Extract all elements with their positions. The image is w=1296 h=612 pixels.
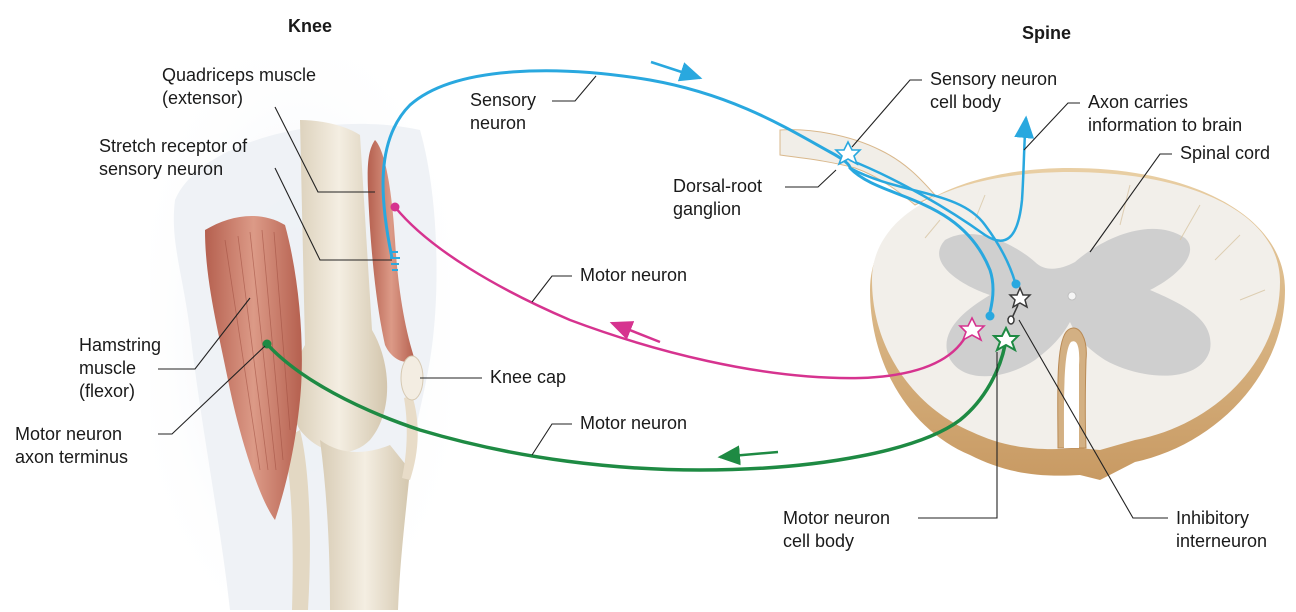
leader-axon-brain (1023, 102, 1080, 151)
label-dorsal-root: Dorsal-root ganglion (673, 175, 762, 221)
label-motor-terminus: Motor neuron axon terminus (15, 423, 128, 469)
femur-bone (290, 120, 388, 453)
sensory-cell-body-icon (834, 140, 862, 166)
knee-cap-bone (400, 355, 424, 401)
axon-to-brain (849, 115, 1035, 242)
sensory-terminal-1 (985, 311, 995, 321)
label-knee-cap: Knee cap (490, 367, 567, 387)
inhibitory-interneuron (1007, 286, 1032, 325)
patellar-tendon (402, 395, 418, 480)
motor-extensor-direction-arrow (609, 321, 661, 344)
leader-quadriceps (274, 106, 375, 193)
label-motor-neuron-lower: Motor neuron (580, 413, 688, 433)
leader-stretch-receptor (274, 167, 392, 261)
motor-flexor-cell-body-icon (991, 325, 1021, 353)
hamstring-striations (224, 229, 291, 471)
label-hamstring-line3: (flexor) (79, 381, 136, 401)
leader-motor-terminus (158, 345, 266, 435)
label-stretch-receptor-line2: sensory neuron (99, 159, 224, 179)
label-quadriceps-line2: (extensor) (162, 88, 244, 108)
label-motor-terminus-line2: axon terminus (15, 447, 129, 467)
sensory-terminal-2 (1011, 279, 1021, 289)
leader-hamstring (158, 297, 251, 370)
motor-neuron-flexor-path (265, 342, 1007, 472)
sensory-direction-arrow (650, 60, 703, 82)
label-quadriceps: Quadriceps muscle (extensor) (162, 64, 316, 110)
neurons (262, 60, 1035, 472)
fibula-bone (282, 430, 310, 610)
leader-sensory-neuron (552, 75, 597, 102)
spinal-cord-illustration (779, 129, 1285, 480)
leader-motor-upper (531, 275, 572, 303)
label-axon-brain-line2: information to brain (1088, 115, 1243, 135)
leader-lines (158, 75, 1172, 519)
label-inhibitory-line1: Inhibitory (1176, 508, 1250, 528)
label-dorsal-root-line2: ganglion (673, 199, 742, 219)
fissure-shadow (1063, 341, 1080, 448)
label-axon-brain: Axon carries information to brain (1088, 91, 1242, 137)
label-motor-cell-body-line2: cell body (783, 531, 855, 551)
leader-spinal-cord (1089, 153, 1172, 253)
label-axon-brain-line1: Axon carries (1088, 92, 1189, 112)
motor-neuron-extensor-path (394, 206, 970, 380)
label-motor-cell-body: Motor neuron cell body (783, 507, 890, 553)
label-sensory-cell-body-line1: Sensory neuron (930, 69, 1058, 89)
motor-terminal-quadriceps (390, 202, 400, 212)
stretch-receptor-endings (390, 251, 400, 271)
central-canal (1067, 291, 1077, 301)
label-motor-neuron-upper: Motor neuron (580, 265, 688, 285)
label-hamstring-line2: muscle (79, 358, 137, 378)
label-stretch-receptor: Stretch receptor of sensory neuron (99, 135, 247, 181)
motor-extensor-cell-body-icon (958, 316, 986, 342)
label-inhibitory: Inhibitory interneuron (1176, 507, 1267, 553)
label-sensory-cell-body-line2: cell body (930, 92, 1002, 112)
hamstring-muscle (205, 215, 302, 520)
label-sensory-neuron-line2: neuron (470, 113, 527, 133)
label-hamstring-line1: Hamstring (79, 335, 162, 355)
label-dorsal-root-line1: Dorsal-root (673, 176, 763, 196)
leader-motor-cell-body (918, 352, 998, 519)
label-motor-cell-body-line1: Motor neuron (783, 508, 891, 528)
label-stretch-receptor-line1: Stretch receptor of (99, 136, 248, 156)
leader-dorsal-root (785, 169, 837, 188)
knee-illustration (150, 60, 450, 610)
title-spine: Spine (1022, 23, 1072, 43)
sensory-neuron-path (381, 69, 995, 313)
label-hamstring: Hamstring muscle (flexor) (79, 334, 161, 403)
label-sensory-neuron: Sensory neuron (470, 89, 536, 135)
leader-inhibitory (1018, 319, 1168, 519)
label-motor-terminus-line1: Motor neuron (15, 424, 123, 444)
leader-sensory-cell-body (851, 79, 922, 148)
title-knee: Knee (288, 16, 333, 36)
label-quadriceps-line1: Quadriceps muscle (162, 65, 317, 85)
label-sensory-neuron-line1: Sensory (470, 90, 537, 110)
label-inhibitory-line2: interneuron (1176, 531, 1268, 551)
leader-motor-lower (531, 423, 572, 456)
sensory-branch-to-interneuron (849, 166, 1017, 283)
label-spinal-cord: Spinal cord (1180, 143, 1271, 163)
motor-flexor-direction-arrow (717, 445, 779, 466)
label-sensory-cell-body: Sensory neuron cell body (930, 68, 1057, 114)
tibia-bone (320, 440, 410, 610)
